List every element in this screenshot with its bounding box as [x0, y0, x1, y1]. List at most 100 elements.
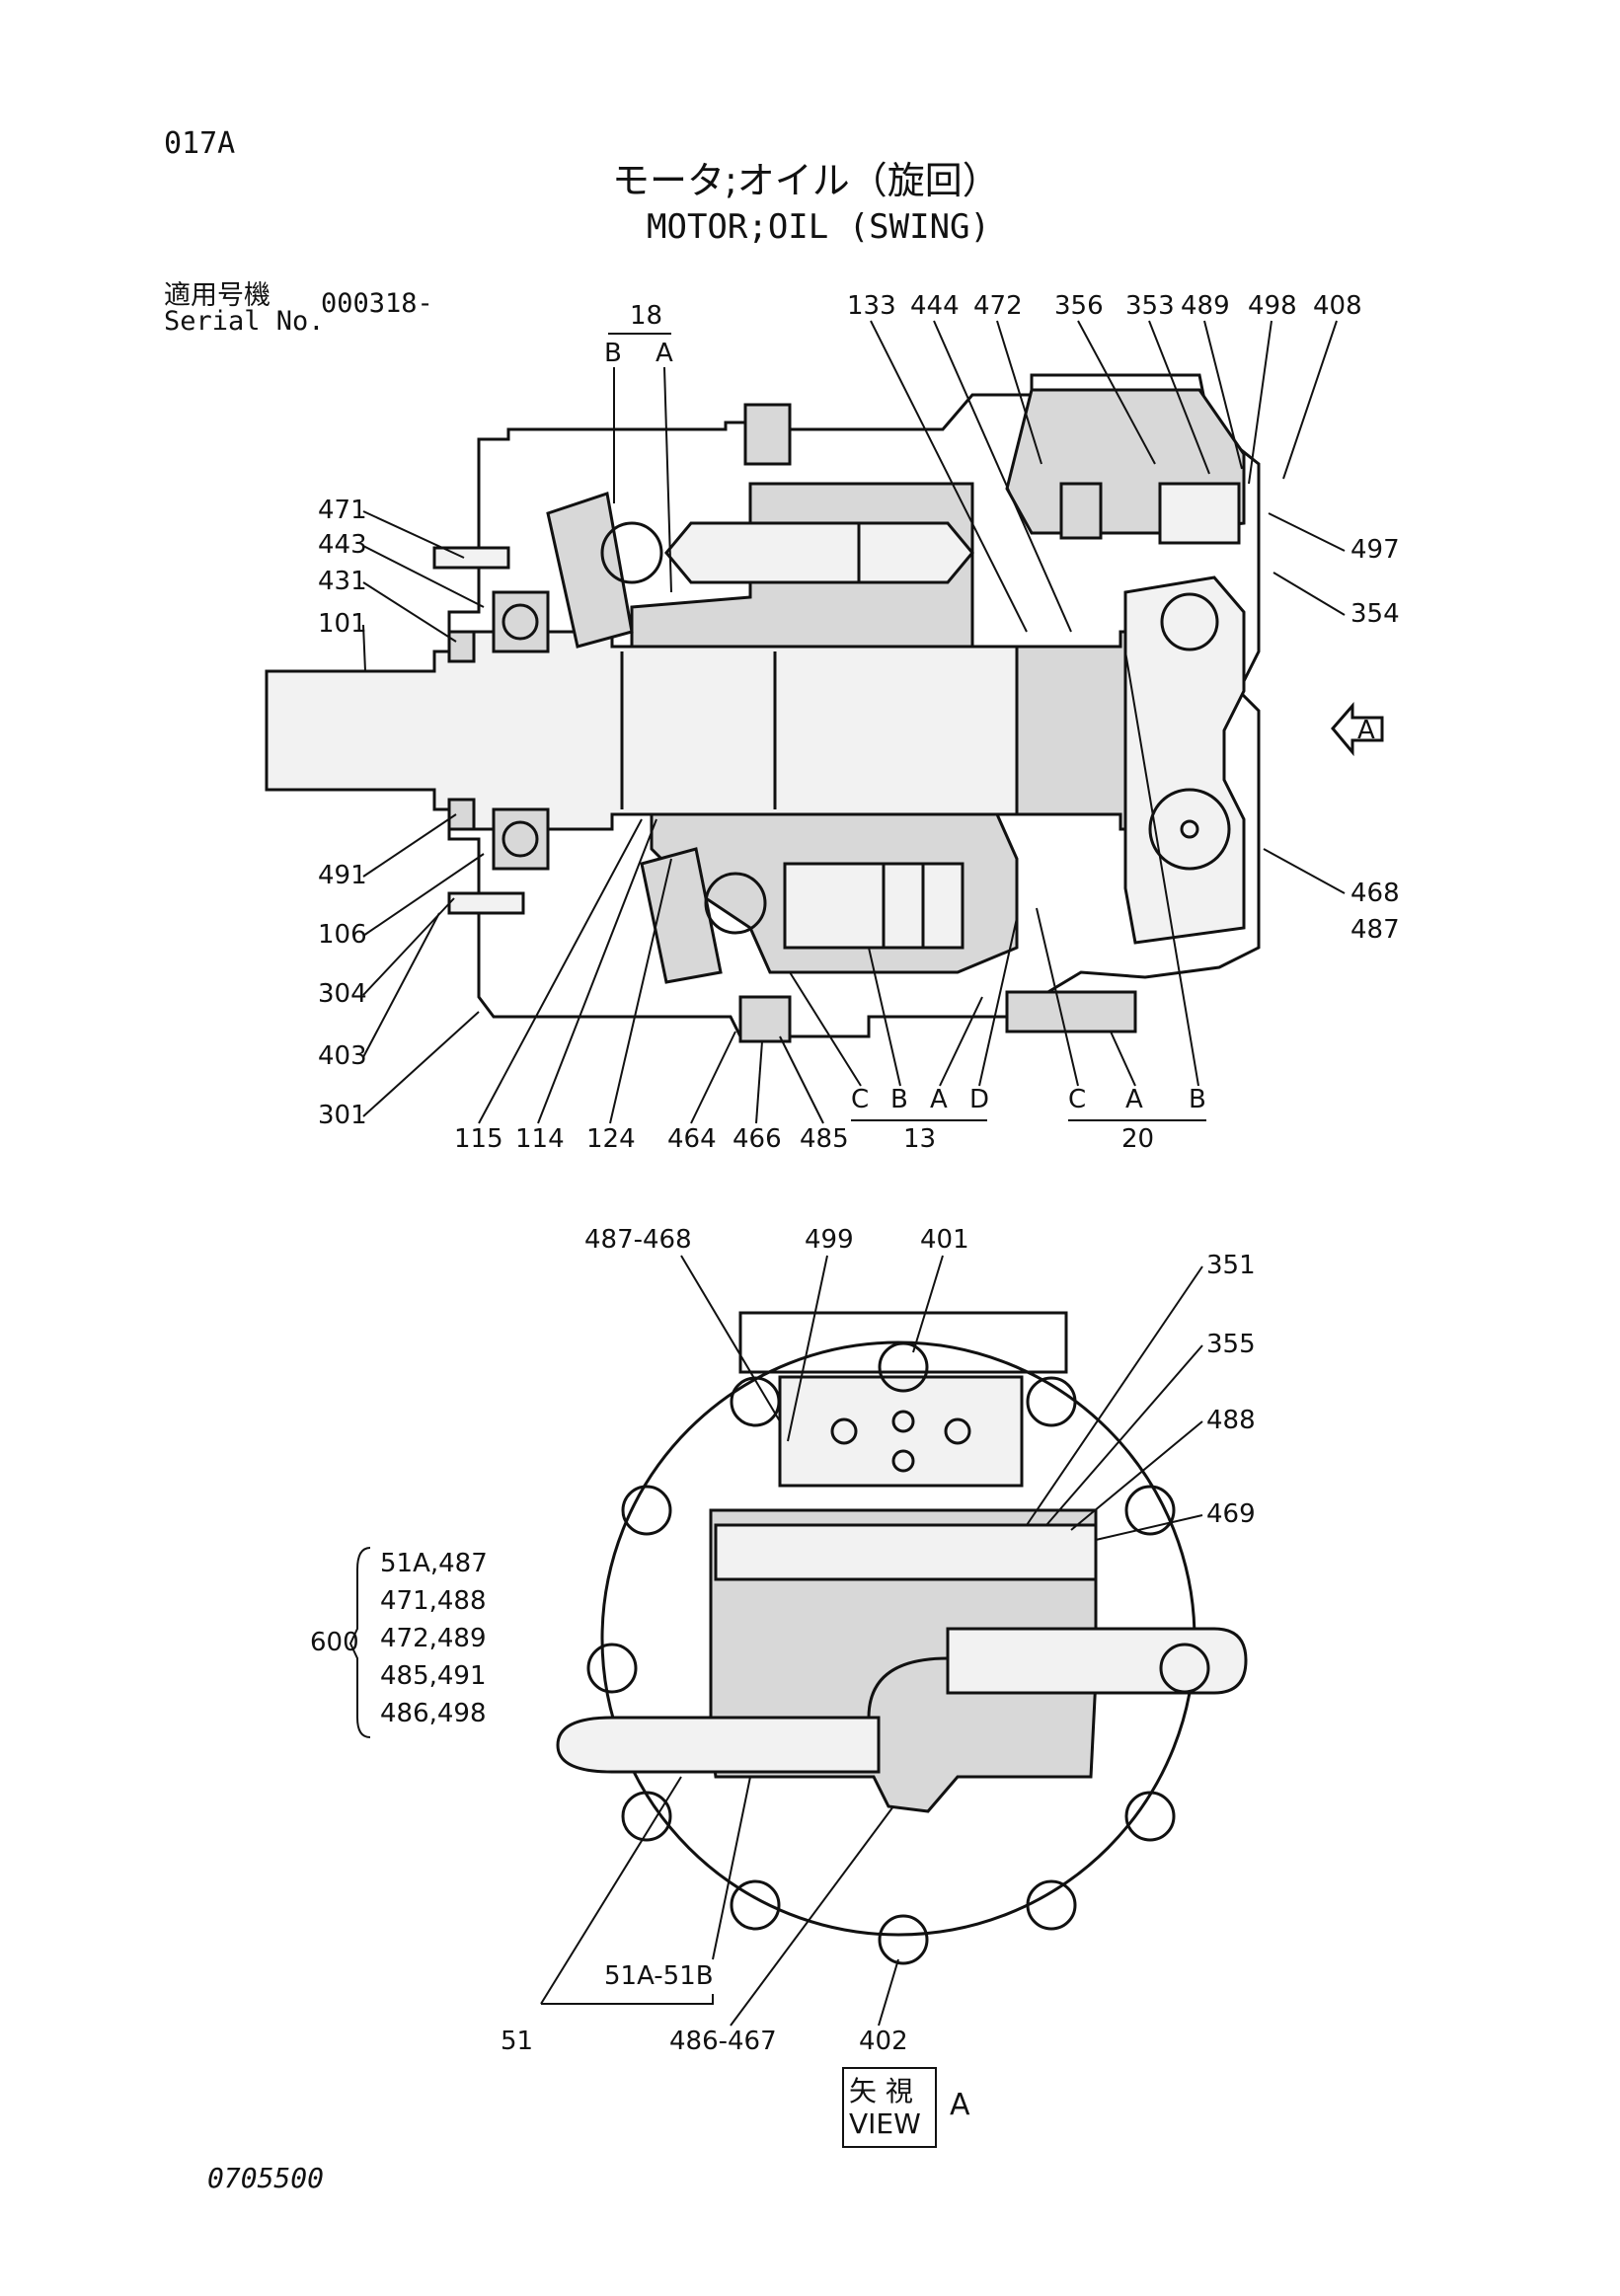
spool-right	[946, 1627, 1248, 1695]
side-right-labels: 497 354 468 487	[1263, 512, 1400, 945]
swash-plate-lower	[640, 847, 723, 984]
label-468: 468	[1350, 879, 1400, 908]
label-485: 485	[800, 1124, 849, 1154]
title-english: MOTOR;OIL (SWING)	[647, 207, 990, 247]
kit-item: 472,489	[380, 1624, 487, 1653]
piston-lower	[783, 862, 964, 950]
oil-seal-upper	[447, 630, 476, 663]
front-bearing-lower	[492, 807, 550, 871]
leader-line	[362, 897, 455, 996]
spool-left	[556, 1716, 881, 1774]
serial-value: 000318-	[321, 288, 433, 319]
label-51: 51	[501, 2027, 533, 2056]
side-section-view: A 133 444 472 356 353 489 498 408 18 B A	[265, 291, 1400, 1154]
leader-line	[996, 320, 1042, 465]
hex-bolt-icon	[878, 1914, 929, 1965]
leader-line	[680, 1255, 781, 1422]
label-351: 351	[1206, 1251, 1256, 1280]
leader-line	[779, 1035, 824, 1124]
leader-line	[755, 1040, 763, 1124]
label-20-a: A	[1125, 1085, 1143, 1114]
view-arrow-letter: A	[1357, 716, 1375, 745]
leader-line	[1026, 1265, 1203, 1526]
label-101: 101	[318, 609, 367, 639]
drain-plug	[738, 995, 792, 1043]
group-20: C A B 20	[1036, 651, 1206, 1154]
leader-line	[362, 912, 440, 1058]
label-431: 431	[318, 567, 367, 596]
leader-line	[478, 818, 643, 1124]
swash-plate-upper	[546, 492, 634, 649]
curved-passage	[867, 1656, 949, 1719]
leader-line	[1268, 512, 1346, 552]
leader-line	[1077, 320, 1156, 465]
port-center	[1180, 819, 1199, 839]
leader-line	[1095, 1514, 1203, 1541]
footer-code: 0705500	[207, 2162, 325, 2194]
end-view-a: 487-468 499 401 351 355 488 469 600 51A,…	[310, 1225, 1256, 2056]
kit-item: 51A,487	[380, 1549, 488, 1578]
label-114: 114	[515, 1124, 565, 1154]
label-13-b: B	[890, 1085, 908, 1114]
label-18: 18	[630, 301, 662, 331]
label-487-468: 487-468	[584, 1225, 692, 1255]
top-flange	[738, 1311, 1068, 1374]
hex-bolt-icon	[1124, 1791, 1176, 1842]
leader-line	[912, 1255, 944, 1353]
port-hole	[891, 1410, 915, 1433]
label-491: 491	[318, 861, 367, 890]
port-opening	[1148, 788, 1231, 871]
label-489: 489	[1181, 291, 1230, 321]
hex-bolt-icon	[730, 1879, 781, 1931]
label-18-a: A	[656, 339, 673, 368]
label-487: 487	[1350, 915, 1400, 945]
kit-600: 600 51A,487 471,488 472,489 485,491 486,…	[310, 1547, 488, 1738]
group-13: C B A D 13	[789, 917, 1018, 1154]
label-498: 498	[1248, 291, 1297, 321]
label-13: 13	[903, 1124, 936, 1154]
kit-item: 486,498	[380, 1699, 487, 1728]
leader-line	[1036, 907, 1079, 1087]
hex-bolt-icon	[621, 1485, 672, 1536]
top-plug	[743, 403, 792, 466]
leader-line	[663, 366, 672, 593]
leader-line	[362, 853, 485, 937]
leader-line	[870, 320, 1028, 633]
port-hole	[830, 1417, 858, 1445]
leader-line	[362, 510, 465, 559]
leader-line	[362, 581, 457, 643]
label-401: 401	[920, 1225, 969, 1255]
label-443: 443	[318, 530, 367, 560]
end-view-bolts	[586, 1341, 1210, 1965]
leader-line	[1203, 320, 1243, 470]
group-18: 18 B A	[604, 301, 673, 593]
leader-line	[1248, 320, 1273, 485]
leader-line	[362, 813, 457, 878]
label-115: 115	[454, 1124, 503, 1154]
leader-line	[1124, 651, 1199, 1087]
port-hole	[944, 1417, 971, 1445]
leader-line	[362, 624, 366, 672]
label-356: 356	[1054, 291, 1104, 321]
hex-bolt-icon	[1026, 1879, 1077, 1931]
front-bearing-upper	[492, 590, 550, 653]
leader-line	[933, 320, 1072, 633]
label-402: 402	[859, 2027, 908, 2056]
view-caption-box	[842, 2067, 937, 2148]
kit-item: 471,488	[380, 1586, 487, 1616]
title-japanese: モータ;オイル（旋回）	[612, 159, 1000, 202]
label-13-a: A	[930, 1085, 948, 1114]
leader-line	[1045, 1344, 1203, 1526]
leader-line	[1273, 572, 1346, 616]
page-id: 017A	[164, 126, 236, 161]
spool-upper	[714, 1523, 1098, 1581]
label-488: 488	[1206, 1406, 1256, 1435]
leader-line	[978, 917, 1018, 1087]
piston-upper	[664, 521, 974, 584]
leader-line	[1263, 848, 1346, 894]
side-left-labels: 471 443 431 101 491 106 304 403 301	[318, 496, 485, 1130]
port-plug-hex	[1160, 592, 1219, 651]
hex-bolt-icon	[1026, 1376, 1077, 1427]
leader-line	[1110, 1031, 1136, 1087]
side-top-labels: 133 444 472 356 353 489 498 408	[847, 291, 1362, 633]
